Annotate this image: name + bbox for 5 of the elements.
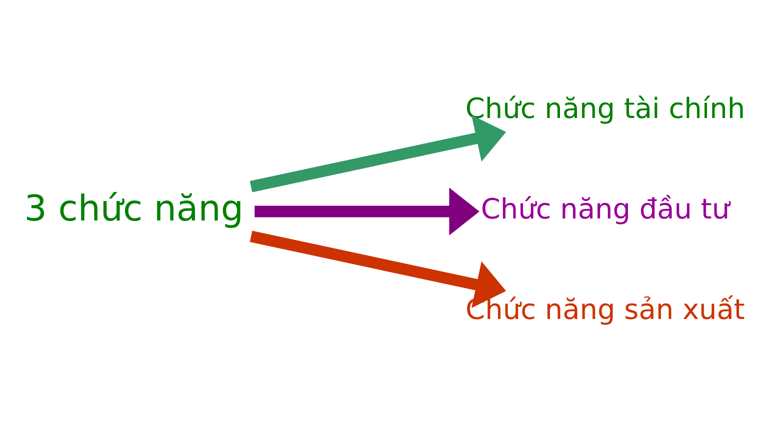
arrow	[250, 230, 506, 308]
node-text: 3 chức năng	[24, 188, 244, 229]
node-text: Chức năng đầu tư	[480, 192, 730, 226]
node-text: Chức năng tài chính	[465, 92, 746, 125]
arrow	[250, 114, 506, 192]
